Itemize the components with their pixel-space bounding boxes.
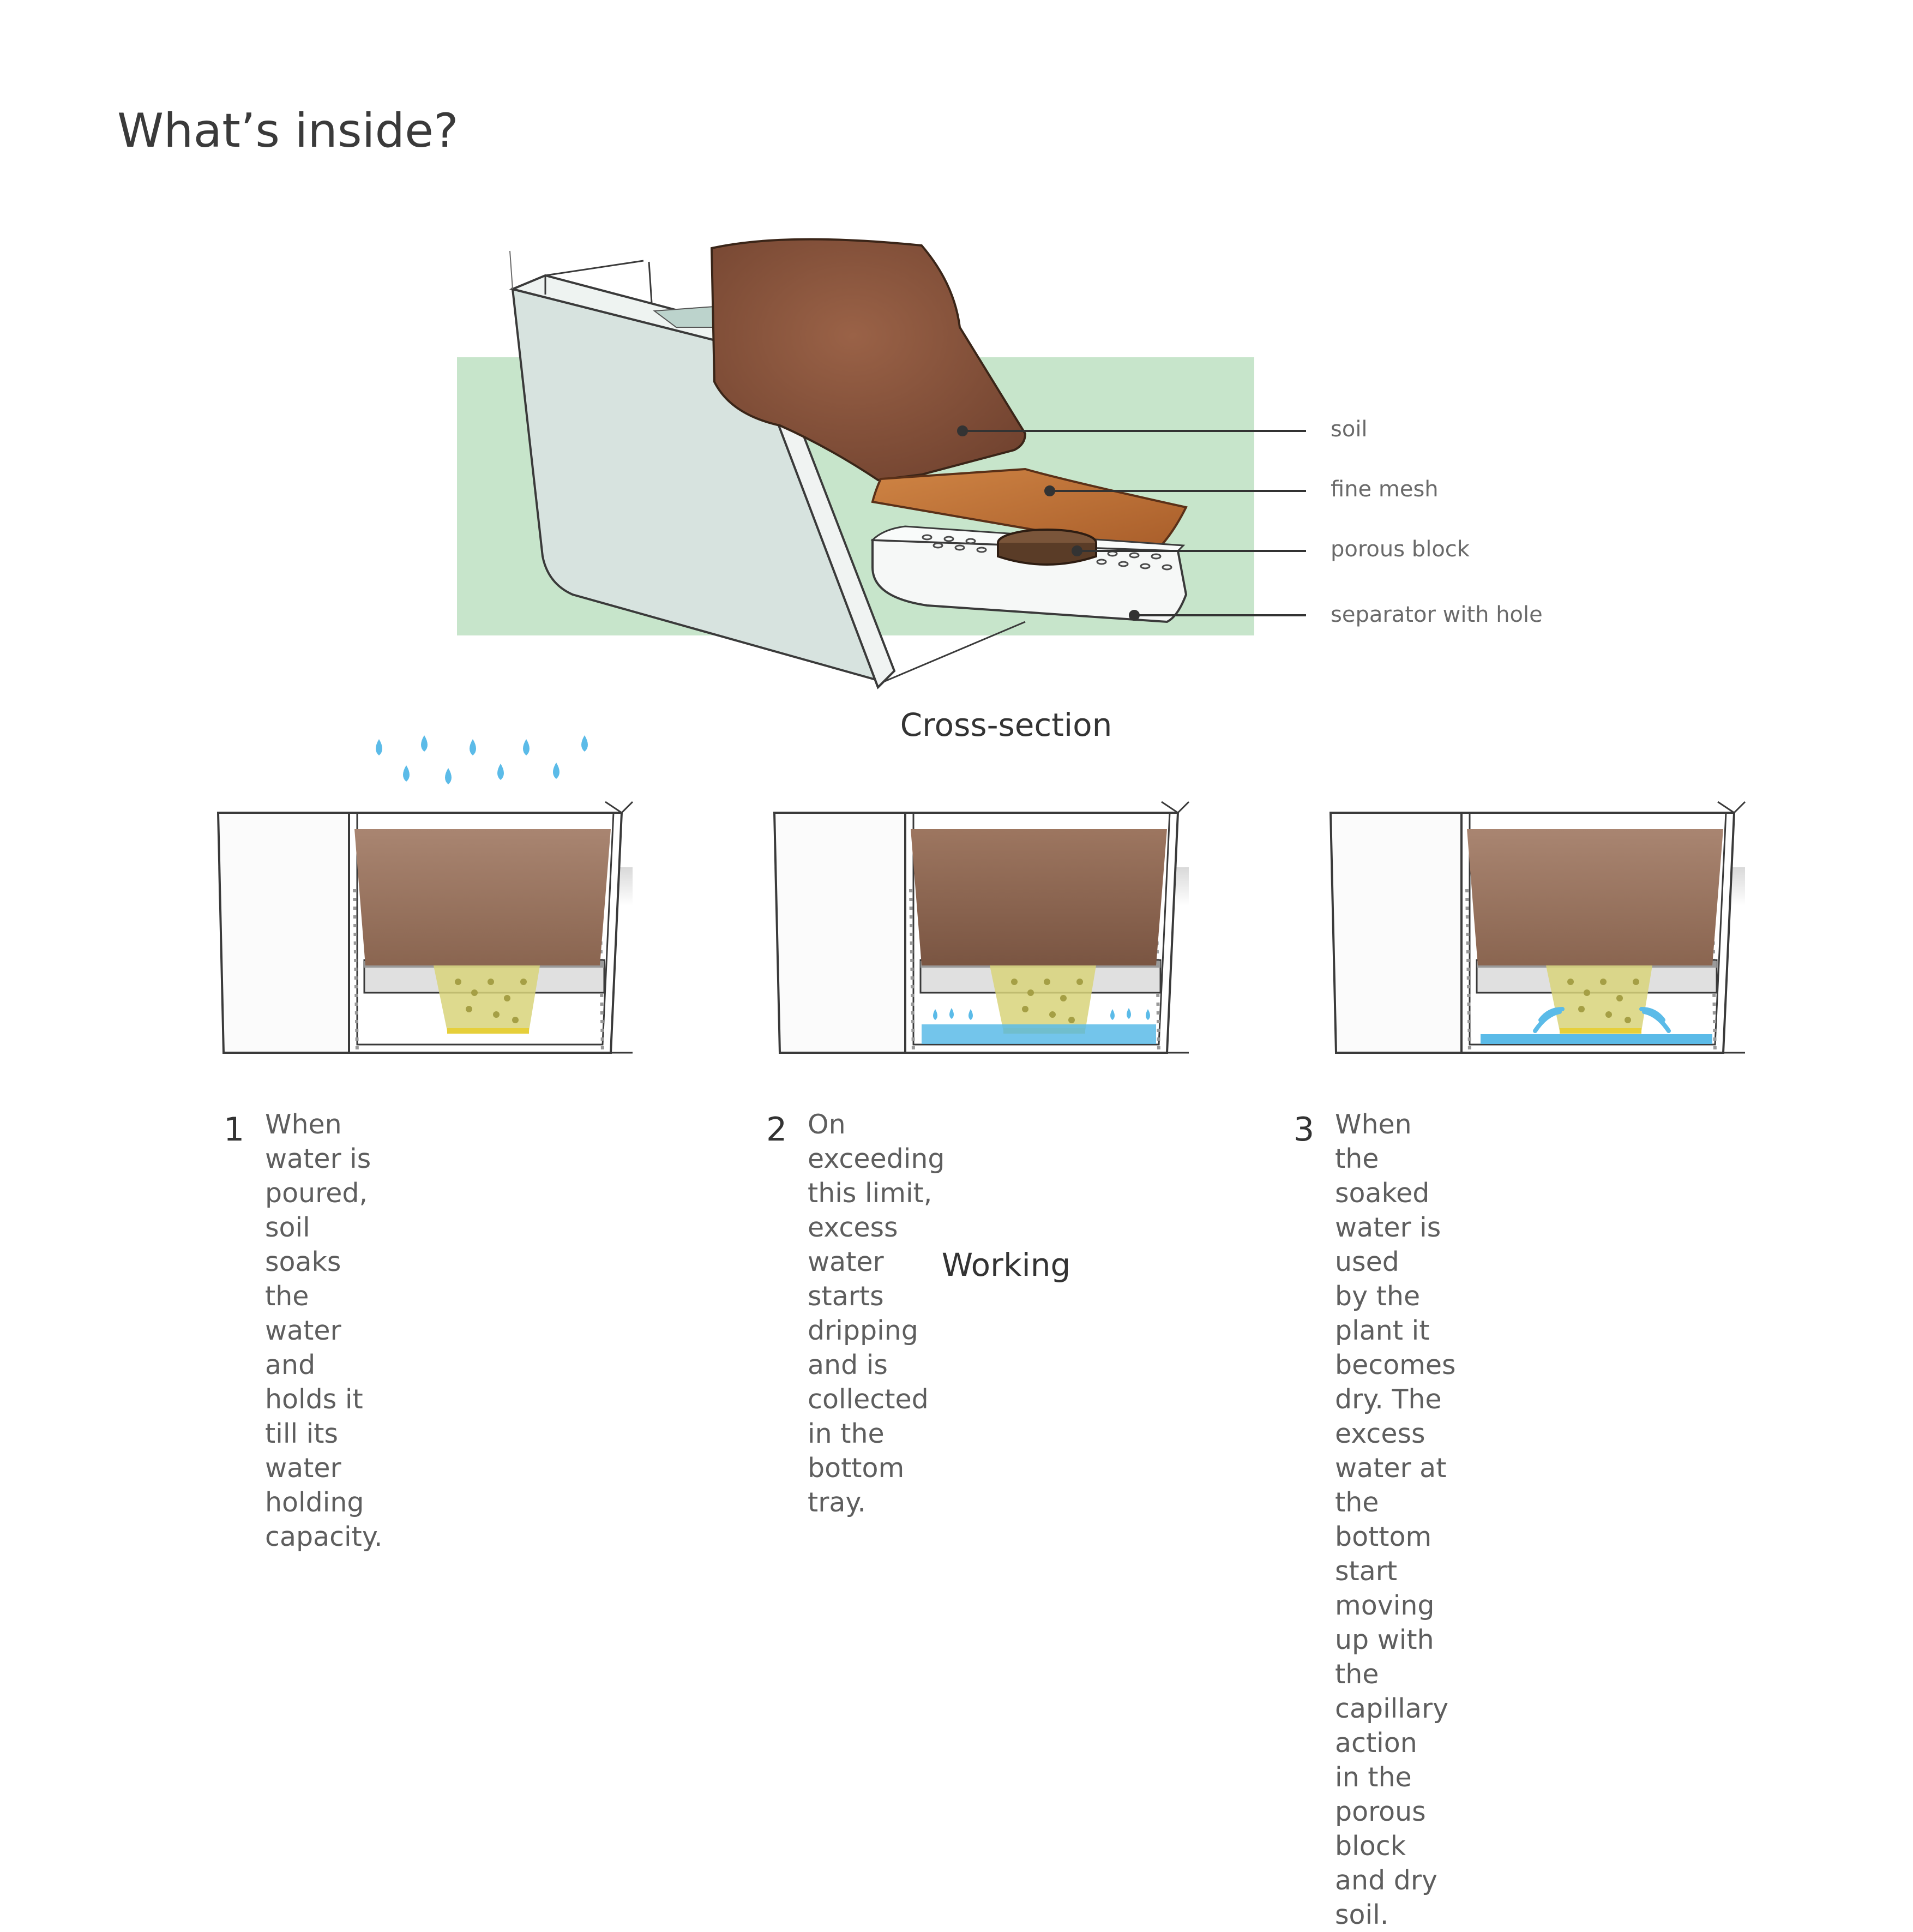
- part-label-fine-mesh: fine mesh: [1331, 477, 1439, 502]
- water-drops: [376, 735, 588, 784]
- step-1-number: 1: [224, 1111, 245, 1149]
- cross-section-illustration: [457, 238, 1306, 689]
- separator-body: [871, 538, 1188, 623]
- page-title: What’s inside?: [117, 104, 459, 158]
- porous-block-side: [997, 543, 1097, 566]
- working-panel-3: [1331, 802, 1745, 1053]
- step-3-number: 3: [1294, 1111, 1315, 1149]
- cross-section-caption: Cross-section: [900, 706, 1112, 743]
- step-2-number: 2: [766, 1111, 787, 1149]
- part-label-soil: soil: [1331, 417, 1368, 442]
- working-panel-2: [774, 802, 1189, 1053]
- step-2-text: On exceeding this limit, excess water st…: [808, 1109, 945, 1518]
- part-label-porous-block: porous block: [1331, 537, 1470, 562]
- part-label-separator: separator with hole: [1331, 602, 1543, 627]
- fine-mesh: [871, 467, 1188, 553]
- working-illustrations: [0, 735, 1913, 1107]
- working-caption: Working: [941, 1246, 1071, 1283]
- soil-block: [710, 238, 1027, 482]
- step-1-text: When water is poured, soil soaks the wat…: [265, 1109, 383, 1552]
- working-panel-1: [218, 802, 633, 1053]
- step-3-text: When the soaked water is used by the pla…: [1335, 1109, 1456, 1930]
